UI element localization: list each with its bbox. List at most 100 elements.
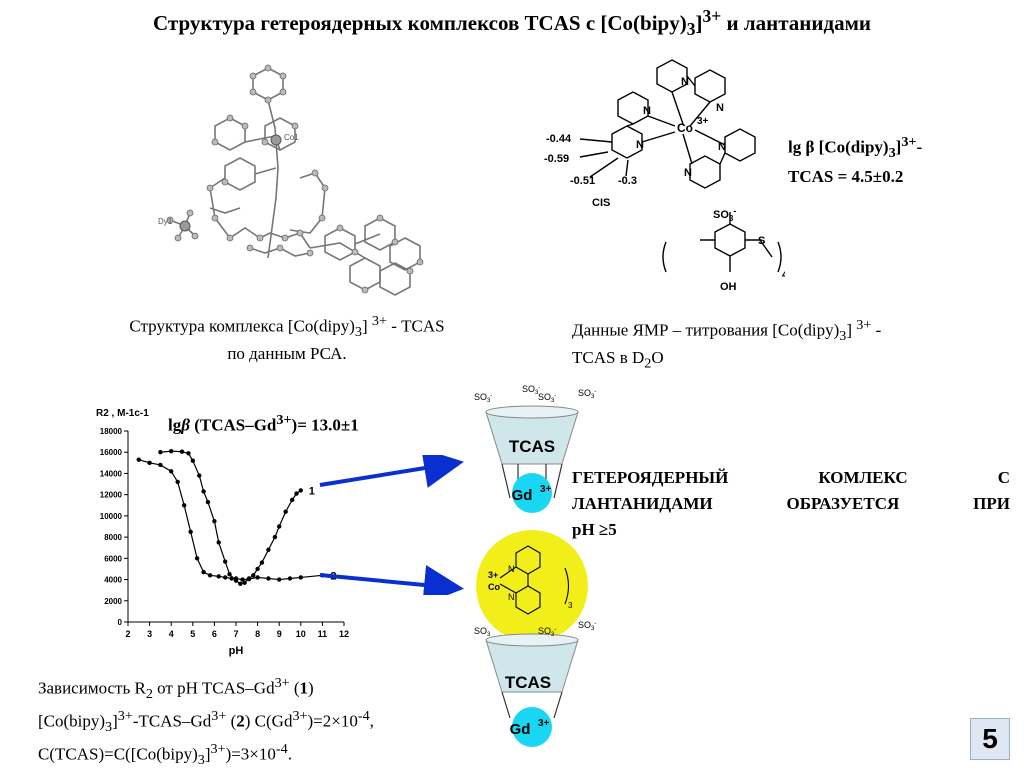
chart-x-tick-label: 6	[212, 629, 217, 639]
chart-y-tick-label: 8000	[104, 533, 122, 542]
tcas-label-upper: TCAS	[509, 437, 555, 456]
chart-point-series-1	[223, 559, 228, 564]
chart-y-tick-label: 14000	[100, 469, 123, 478]
chart-x-tick-label: 7	[233, 629, 238, 639]
logbeta-co-tail: -	[916, 137, 923, 157]
chart-caption-l1-mid: от pH TCAS–Gd	[152, 678, 275, 698]
chart-caption-l3-exp: -4	[275, 741, 288, 758]
chart-point-series-1	[294, 491, 299, 496]
chart-point-series-1	[212, 518, 217, 524]
chart-caption-l1-pre: Зависимость R	[38, 678, 146, 698]
chart-x-axis-label: pH	[229, 645, 244, 657]
chart-point-series-2	[233, 576, 239, 581]
oh-label: OH	[720, 281, 737, 293]
chart-point-series-1	[283, 509, 288, 514]
chart-series-line-1	[160, 450, 302, 585]
chart-point-series-1	[298, 488, 303, 493]
chart-x-tick-label: 10	[296, 629, 306, 639]
xray-caption-line2: по данным РСА.	[227, 344, 347, 364]
chart-point-series-1	[197, 473, 202, 478]
co-charge-label: 3+	[697, 116, 709, 127]
chart-point-series-1	[190, 458, 195, 463]
chart-point-series-1	[158, 450, 163, 455]
chart-point-series-1	[266, 547, 271, 553]
logbeta-co-text: lg β [Co(dipy)3]3+- TCAS = 4.5±0.2	[788, 134, 923, 187]
nmr-caption-sub: 3	[839, 328, 847, 345]
arrow-curve2-to-co-gd-complex	[319, 565, 464, 595]
chart-point-series-1	[186, 451, 191, 456]
chart-point-series-1	[238, 581, 243, 586]
chart-caption-l2-cgd: ) C(Gd	[244, 711, 293, 731]
chart-point-series-1	[205, 499, 211, 505]
arrows-layer	[319, 455, 464, 595]
tcas-label-lower: TCAS	[505, 673, 551, 692]
chart-point-series-2	[181, 503, 187, 508]
chart-caption-l3-sup: 3+	[210, 741, 226, 758]
co1-atom-label: Co1	[284, 133, 299, 142]
chart-point-series-1	[179, 449, 185, 454]
n-atom-top: N	[681, 76, 689, 88]
logbeta-gd-text: lgβ (TCAS–Gd3+)= 13.0±1	[168, 412, 359, 436]
nmr-caption: Данные ЯМР – титрования [Co(dipy)3] 3+ -…	[572, 314, 1012, 374]
gd-charge-lower: 3+	[538, 718, 550, 729]
chart-x-tick-label: 11	[318, 629, 328, 639]
chart-series-line-2	[138, 459, 323, 581]
chart-caption-l3-pre: C(TCAS)=C([Co(bipy)	[38, 744, 198, 764]
chart-y-tick-label: 18000	[100, 427, 123, 436]
chart-caption-l2-paren: (	[226, 711, 237, 731]
co-label-scheme: Co	[488, 582, 500, 592]
heterocomplex-line2: ЛАНТАНИДАМИ ОБРАЗУЕТСЯ ПРИ	[572, 494, 1010, 513]
gd-label-upper: Gd	[512, 487, 533, 504]
chart-y-tick-label: 2000	[104, 597, 122, 606]
chart-y-tick-label: 4000	[104, 576, 122, 585]
chart-point-series-2	[229, 576, 234, 581]
tcas-gd-cartoon: SO3- SO3- SO3- SO3- TCAS Gd 3+	[474, 384, 596, 513]
chart-point-series-1	[255, 566, 260, 572]
logbeta-gd-beta: β	[181, 415, 190, 435]
n-atom-right-upper: N	[718, 141, 726, 153]
logbeta-co-line2: TCAS = 4.5±0.2	[788, 167, 904, 187]
slide-title: Структура гетероядерных комплексов TCAS …	[153, 6, 871, 40]
chart-caption-l1-close: )	[308, 678, 314, 698]
chart-series-label-1: 1	[309, 485, 315, 497]
chart-caption-l2-sup: 3+	[117, 708, 133, 725]
chart-caption-l2-sup2: 3+	[211, 708, 227, 725]
title-superscript: 3+	[702, 6, 722, 26]
shift-value-4: -0.3	[618, 175, 637, 187]
chart-point-series-2	[240, 577, 245, 582]
so3-label-1: SO3-	[474, 392, 492, 404]
so3-label-5: SO3	[474, 626, 491, 638]
chart-caption-l2-num: 2	[236, 711, 245, 731]
chart-point-series-2	[147, 460, 152, 466]
co-tcas-gd-cartoon: 3+ Co N N 3 SO3 SO3- SO3- TCAS Gd 3+	[474, 530, 596, 747]
bipy-repeat-label: 3	[568, 601, 573, 610]
chart-y-axis-label: R2 , M-1c-1	[96, 408, 149, 419]
n-label-scheme-2: N	[508, 592, 515, 602]
heterocomplex-statement: ГЕТЕРОЯДЕРНЫЙ КОМЛЕКС С ЛАНТАНИДАМИ ОБРА…	[572, 465, 1010, 543]
chart-point-series-2	[136, 457, 141, 462]
chart-point-series-1	[242, 580, 247, 585]
chart-point-series-2	[216, 574, 221, 579]
chart-point-series-1	[289, 497, 295, 503]
title-subscript: 3	[686, 19, 696, 40]
cis-label: CIS	[592, 197, 610, 209]
chart-point-series-2	[169, 469, 174, 474]
chart-point-series-1	[259, 560, 265, 565]
logbeta-gd-post: )= 13.0±1	[291, 415, 359, 435]
chart-point-series-2	[175, 479, 180, 485]
xray-structure-image: Co1 Dy1	[158, 64, 424, 296]
nmr-caption-tail: -	[871, 320, 882, 340]
co-charge-scheme: 3+	[488, 570, 498, 580]
chart-caption-l2-mid: ]	[112, 711, 118, 731]
arrow-curve1-to-gd-complex	[319, 455, 464, 488]
chart-point-series-2	[223, 575, 228, 580]
page-number: 5	[970, 718, 1010, 760]
chart-point-series-1	[251, 573, 256, 578]
s-atom-label: S	[758, 235, 765, 247]
dy1-atom-label: Dy1	[158, 217, 173, 226]
chart-caption-l2-pre: [Co(bipy)	[38, 711, 106, 731]
chart-point-series-2	[255, 575, 260, 580]
chart-caption: Зависимость R2 от pH TCAS–Gd3+ (1) [Co(b…	[38, 672, 538, 771]
chart-point-series-2	[158, 462, 163, 468]
nmr-caption-pre: Данные ЯМР – титрования [Co(dipy)	[572, 320, 840, 340]
